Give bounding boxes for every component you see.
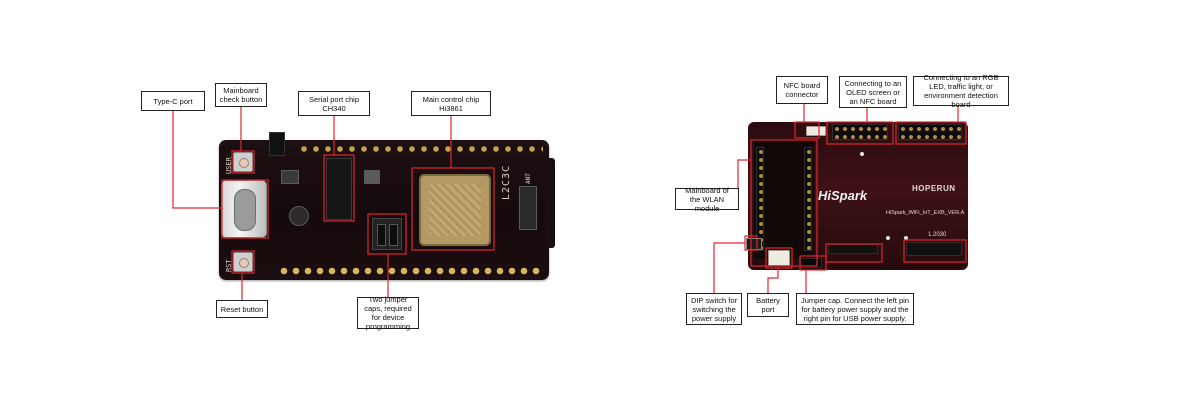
top-pin-row bbox=[299, 144, 543, 154]
main-chip-highlight bbox=[411, 167, 495, 251]
callout-rgb-led: Connecting to an RGB LED, traffic light,… bbox=[913, 73, 1009, 109]
callout-oled-nfc: Connecting to an OLED screen or an NFC b… bbox=[839, 76, 907, 108]
reset-button bbox=[233, 252, 253, 272]
callout-serial-chip: Serial port chip CH340 bbox=[298, 91, 370, 116]
callout-dip-switch: DIP switch for switching the power suppl… bbox=[686, 293, 742, 325]
check-button-highlight bbox=[231, 150, 255, 174]
reset-button-highlight bbox=[231, 250, 255, 274]
callout-nfc-connector: NFC board connector bbox=[776, 76, 828, 104]
wlan-module-mainboard bbox=[753, 138, 815, 260]
hispark-logo: HiSpark bbox=[818, 188, 868, 203]
led-indicator bbox=[860, 152, 864, 156]
bottom-left-header-highlight bbox=[825, 243, 883, 263]
right-expansion-board: HiSpark HOPERUN HiSpark_WiFi_IoT_EXB_VER… bbox=[746, 122, 968, 270]
rgb-led-header bbox=[898, 124, 962, 140]
callout-jumper-caps: Two jumper caps, required for device pro… bbox=[357, 295, 419, 331]
callout-battery-port: Battery port bbox=[747, 293, 789, 317]
rgb-header-highlight bbox=[895, 121, 967, 145]
smd-component bbox=[289, 206, 309, 226]
oled-header-highlight bbox=[826, 121, 894, 145]
smd-component bbox=[281, 170, 299, 184]
oled-nfc-header bbox=[832, 124, 888, 140]
serial-chip-highlight bbox=[323, 154, 355, 222]
jumper-cap-highlight bbox=[799, 255, 827, 271]
callout-wlan-module: Mainboard of the WLAN module bbox=[675, 186, 739, 213]
callout-main-chip: Main control chip Hi3861 bbox=[411, 91, 491, 116]
type-c-leader bbox=[172, 110, 222, 209]
top-left-header bbox=[269, 132, 285, 156]
date-code: 1.2030 bbox=[928, 232, 947, 238]
type-c-highlight bbox=[221, 179, 269, 239]
battery-leader bbox=[767, 268, 779, 293]
bottom-pin-row bbox=[279, 266, 543, 276]
callout-type-c-port: Type-C port bbox=[141, 91, 205, 111]
wlan-leader bbox=[737, 159, 751, 188]
serial-port-chip bbox=[326, 158, 352, 220]
callout-check-button: Mainboard check button bbox=[215, 83, 267, 107]
hoperun-brand: HOPERUN bbox=[912, 184, 956, 193]
smd-component bbox=[364, 170, 380, 184]
left-header-strip bbox=[756, 147, 764, 251]
jumper-caps-highlight bbox=[367, 213, 407, 255]
right-header-strip bbox=[804, 147, 812, 251]
main-control-chip bbox=[419, 174, 491, 246]
board-version-label: HiSpark_WiFi_IoT_EXB_VER.A bbox=[886, 210, 965, 216]
nfc-connector-highlight bbox=[794, 121, 820, 139]
led-indicator bbox=[904, 236, 908, 240]
type-c-port bbox=[221, 180, 267, 238]
dip-leader bbox=[713, 242, 745, 293]
board-edge-tab bbox=[545, 158, 555, 248]
antenna-area bbox=[519, 186, 537, 230]
bottom-right-header bbox=[906, 242, 962, 256]
wlan-module-highlight bbox=[750, 139, 818, 267]
mainboard-check-button bbox=[233, 152, 253, 172]
callout-jumper-cap: Jumper cap. Connect the left pin for bat… bbox=[796, 293, 914, 325]
led-indicator bbox=[886, 236, 890, 240]
nfc-board-connector bbox=[806, 126, 826, 136]
bottom-right-header-highlight bbox=[903, 239, 967, 263]
jumper-caps bbox=[372, 218, 402, 250]
battery-port-highlight bbox=[765, 247, 793, 269]
callout-reset-button: Reset button bbox=[216, 300, 268, 318]
